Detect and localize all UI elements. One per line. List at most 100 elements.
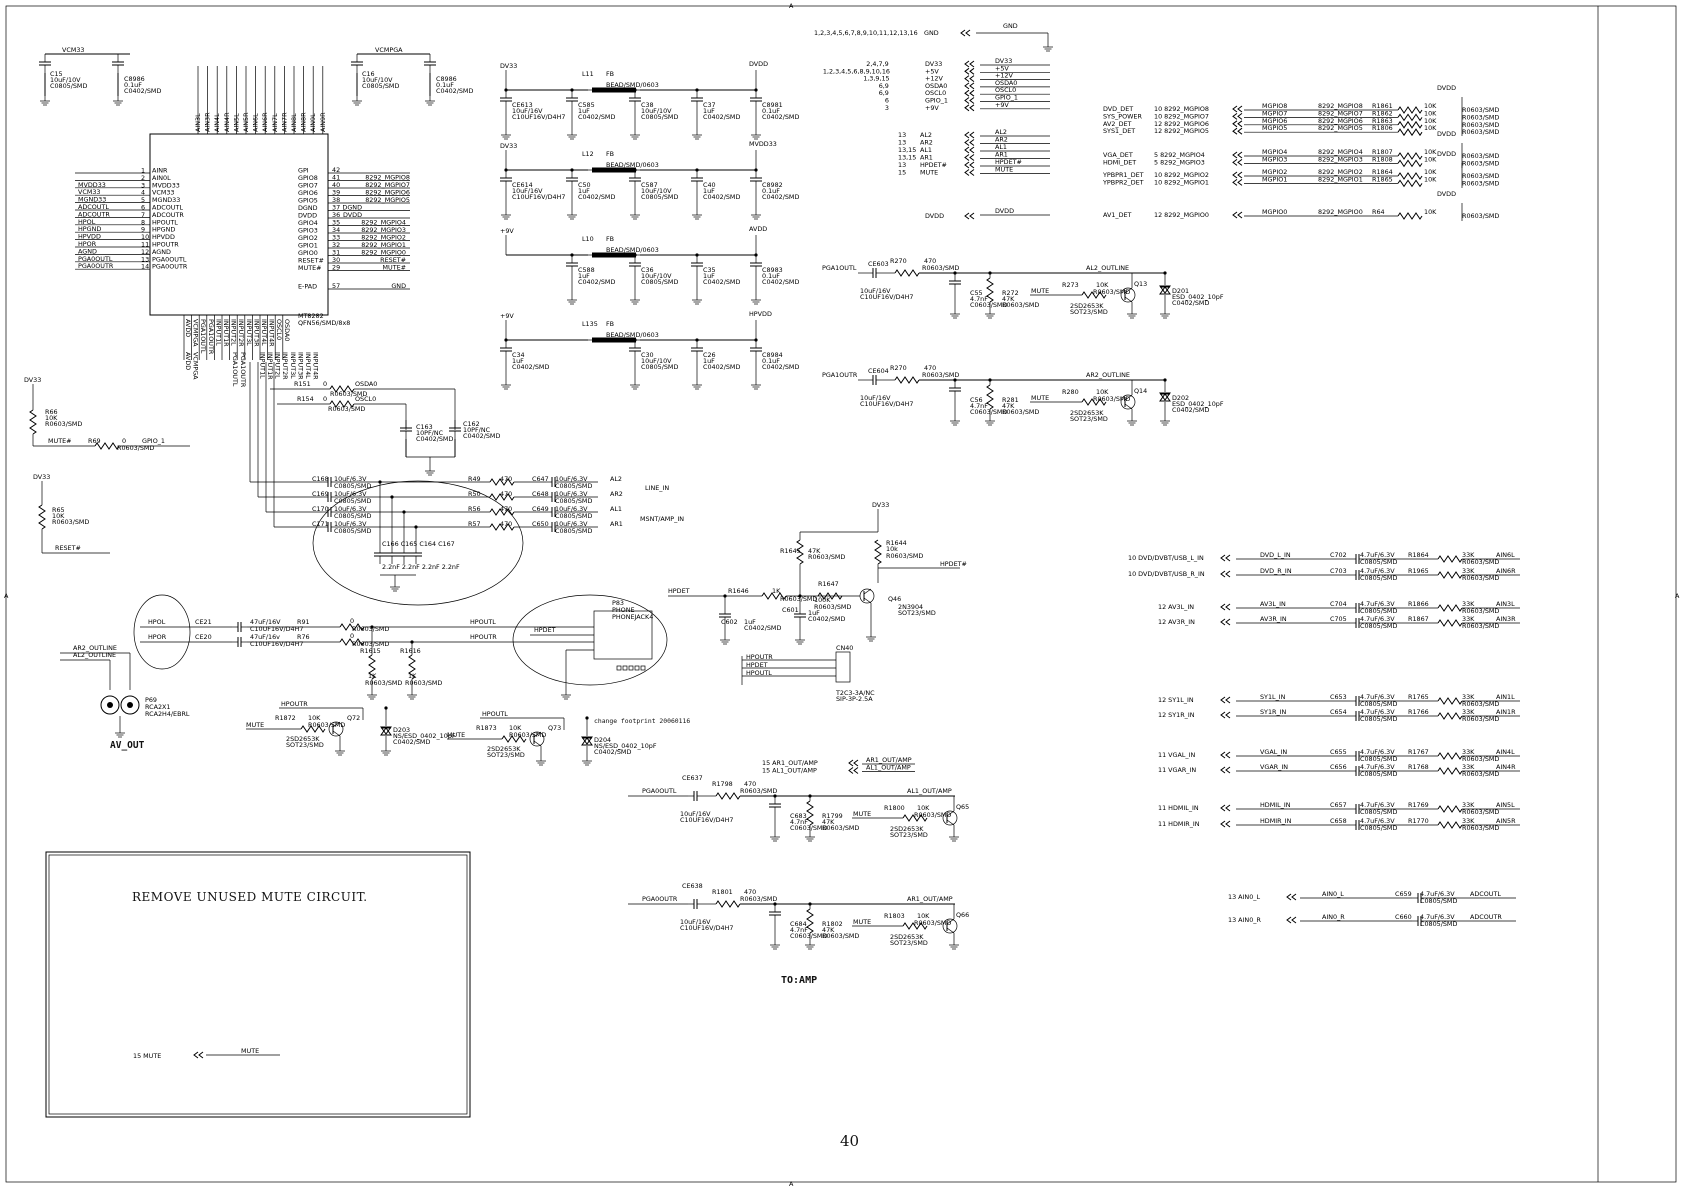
ic-pin-num: 11: [141, 241, 149, 249]
port-arrow: [964, 139, 975, 146]
pkg: R0603/SMD: [1093, 395, 1130, 403]
resistor: [894, 376, 920, 384]
pkg: C10UF16V/D4H7: [512, 113, 565, 121]
conn-pins: 13,15: [898, 154, 916, 162]
conn-name: GPIO_1: [925, 97, 948, 105]
ref: Q14: [1134, 387, 1147, 395]
port-arrow: [1220, 570, 1231, 578]
port-arrow: [964, 146, 975, 154]
net-mute: MUTE: [853, 810, 871, 818]
ic-pin-num: 8: [141, 218, 145, 226]
ic-pin-name: MUTE#: [298, 264, 322, 272]
port-arrow: [964, 161, 975, 169]
ic-pin-name: HPGND: [152, 226, 175, 234]
resistor-r1807: [1397, 152, 1423, 160]
net-label: AR1: [995, 151, 1008, 159]
port-arrow: [1232, 179, 1243, 186]
ic-pin-num: 41: [332, 174, 340, 182]
net-label: 8292_MGPIO3: [361, 226, 406, 234]
resistor: [329, 385, 355, 393]
val: 1uF: [703, 187, 715, 195]
resistor: [489, 523, 515, 531]
val: 0.1uF: [762, 272, 780, 280]
ic-pin-num: 34: [332, 226, 340, 234]
ic-pin-name: AIN5R: [242, 112, 250, 132]
resistor: [1437, 571, 1463, 579]
val: 47K: [808, 547, 821, 555]
net-adcoutr: ADCOUTR: [78, 210, 110, 218]
ref-c588: C588: [578, 266, 595, 274]
ic-pin-name: E-PAD: [298, 283, 317, 291]
ic-pin-name: MGND33: [152, 196, 180, 204]
ain-port: 12 SY1L_IN: [1158, 696, 1194, 704]
ain-port: 10 DVD/DVBT/USB_R_IN: [1128, 570, 1205, 578]
val: 1uF: [703, 272, 715, 280]
page-number: 40: [840, 1132, 860, 1150]
val: 2N3904: [898, 603, 923, 611]
ic-pin-num: 7: [141, 211, 145, 219]
val: 10K: [1424, 175, 1437, 183]
net-label: INPUT4L: [304, 352, 312, 379]
ic-pin-name: AINR: [152, 167, 168, 175]
pkg: C0402/SMD: [512, 363, 549, 371]
ain-port: 11 VGAR_IN: [1158, 766, 1196, 774]
ref: C684: [790, 920, 807, 928]
ic-pin-num: 2: [141, 174, 145, 182]
val: 1uF: [808, 609, 820, 617]
resistor-r1615: [368, 654, 376, 680]
ic-pin-name: AIN9R: [319, 112, 327, 132]
port-arrow: [960, 29, 971, 37]
val-c15: 10uF/10V: [50, 76, 81, 84]
ic-pin-name: GPIO6: [298, 189, 318, 197]
pkg: C0402/SMD: [703, 363, 740, 371]
conn-pins: 1,2,3,4,5,6,8,9,10,16: [823, 67, 890, 75]
av-out-label: AV_OUT: [110, 740, 145, 751]
net-line-in: LINE_IN: [645, 484, 669, 492]
val: 10K: [917, 912, 930, 920]
net-label: AL1_OUT/AMP: [907, 787, 952, 795]
val: 47K: [1002, 402, 1015, 410]
val: 0.1uF: [762, 357, 780, 365]
conn-pins: 2,4,7,9: [866, 60, 888, 68]
net-label: SY1R_IN: [1260, 708, 1287, 716]
val: 0: [350, 617, 354, 625]
conn-pins: 13: [898, 139, 906, 147]
net-label: 8292_MGPIO2: [361, 234, 406, 242]
port-arrow: [964, 169, 975, 176]
ref: C168: [312, 475, 329, 483]
ref-c8984: C8984: [762, 351, 783, 359]
resistor-r1862: [1397, 113, 1423, 122]
ic-pin-num: 12: [141, 248, 149, 256]
net-adcoutl: ADCOUTL: [78, 203, 109, 211]
ref: C654: [1330, 708, 1347, 716]
net-label: OSCL0: [995, 86, 1016, 94]
net-label: RESET#: [380, 256, 406, 264]
ic-pin-name: GPIO3: [298, 227, 318, 235]
pkg: C0805/SMD: [1360, 607, 1397, 615]
ic-pin-num: 29: [332, 264, 340, 272]
net-label: SY1L_IN: [1260, 693, 1286, 701]
ain-port: 10 DVD/DVBT/USB_L_IN: [1128, 554, 1204, 562]
port-arrow: [1232, 151, 1243, 159]
net-dvdd: DVDD: [1437, 150, 1456, 158]
val: 33K: [1462, 708, 1475, 716]
ref: C702: [1330, 551, 1347, 559]
junction-dot: [695, 88, 699, 92]
val: 2SD2653K: [1070, 409, 1104, 417]
net-label: 8292_MGPIO0: [1318, 208, 1363, 216]
net-label: DVD_L_IN: [1260, 551, 1291, 559]
ref: R1802: [822, 920, 843, 928]
val: 10uF/16V: [680, 918, 711, 926]
port-arrow: [964, 104, 975, 112]
ic-pin-name: AIN3L: [194, 113, 202, 132]
transistor-collector: [533, 731, 542, 738]
pkg: R0603/SMD: [1462, 808, 1499, 816]
pkg: C0402/SMD: [762, 278, 799, 286]
val: 10uF/10V: [641, 272, 672, 280]
ref: R56: [468, 505, 481, 513]
net-mute: MUTE: [1031, 287, 1049, 295]
junction-dot: [754, 253, 758, 257]
resistor: [1081, 291, 1107, 299]
gpio-pin: 10 8292_MGPIO7: [1154, 112, 1209, 120]
port-arrow: [964, 67, 975, 75]
